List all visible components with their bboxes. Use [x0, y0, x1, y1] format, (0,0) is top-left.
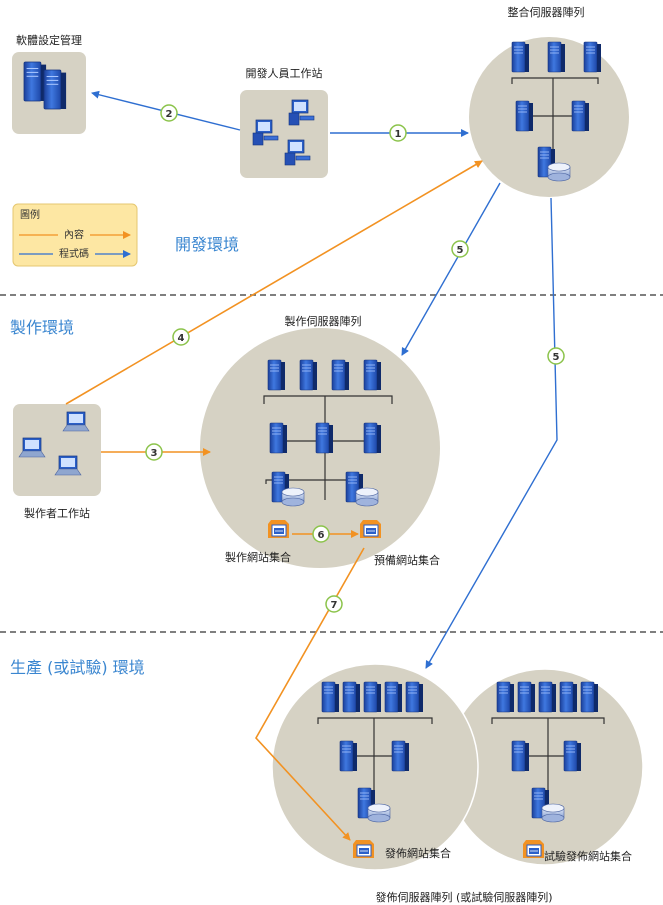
svg-text:4: 4 [178, 333, 185, 344]
server-icon [563, 740, 582, 772]
svg-text:2: 2 [166, 109, 173, 120]
step-badge-2: 2 [160, 104, 178, 122]
server-icon [267, 359, 286, 391]
env-authoring-title: 製作環境 [10, 318, 74, 337]
site-collection-icon [359, 519, 382, 539]
server-icon [23, 61, 47, 102]
legend-content-label: 內容 [64, 228, 84, 241]
server-icon [342, 681, 361, 713]
integration-farm-node [469, 37, 629, 197]
step-badge-4: 4 [172, 328, 190, 346]
server-icon [339, 740, 358, 772]
software-config-label: 軟體設定管理 [16, 33, 82, 47]
author-workstation-label: 製作者工作站 [24, 506, 90, 520]
step-badge-5b: 5 [547, 347, 565, 365]
laptop-icon [62, 411, 90, 432]
publishing-site-collection-label: 發佈網站集合 [385, 846, 451, 860]
step-badge-7: 7 [325, 595, 343, 613]
server-icon [384, 681, 403, 713]
staging-site-collection-label: 預備網站集合 [374, 553, 440, 567]
svg-text:5: 5 [457, 245, 464, 256]
arrow-step-4 [65, 160, 483, 405]
server-icon [547, 41, 566, 73]
server-icon [321, 681, 340, 713]
laptop-icon [54, 455, 82, 476]
legend: 圖例 內容 程式碼 [12, 203, 138, 267]
server-icon [269, 422, 288, 454]
server-icon [315, 422, 334, 454]
server-icon [363, 359, 382, 391]
laptop-icon [18, 437, 46, 458]
server-icon [538, 681, 557, 713]
site-collection-icon [267, 519, 290, 539]
server-icon [571, 100, 590, 132]
legend-title: 圖例 [20, 208, 40, 221]
step-badge-3: 3 [145, 443, 163, 461]
arrow-step-5a [401, 182, 501, 356]
arrow-step-7 [255, 547, 365, 841]
server-icon [331, 359, 350, 391]
server-icon [299, 359, 318, 391]
authoring-farm-node [200, 328, 440, 568]
env-dev-title: 開發環境 [175, 235, 239, 254]
server-icon [559, 681, 578, 713]
publishing-farm-label: 發佈伺服器陣列 (或試驗伺服器陣列) [375, 890, 552, 904]
server-icon [363, 422, 382, 454]
svg-text:5: 5 [553, 352, 560, 363]
author-workstation-node [13, 404, 101, 496]
site-collection-icon [352, 839, 375, 859]
software-config-node [12, 52, 86, 134]
server-icon [583, 41, 602, 73]
env-production-title: 生產 (或試驗) 環境 [10, 658, 145, 677]
server-icon [511, 41, 530, 73]
legend-code-label: 程式碼 [59, 247, 89, 260]
svg-text:3: 3 [151, 448, 158, 459]
svg-text:6: 6 [318, 530, 325, 541]
dev-workstation-label: 開發人員工作站 [246, 66, 323, 80]
server-icon [511, 740, 530, 772]
pilot-publishing-site-collection-label: 試驗發佈網站集合 [544, 849, 632, 863]
dev-workstation-node [240, 90, 328, 178]
site-collection-icon [522, 839, 545, 859]
authoring-site-collection-label: 製作網站集合 [225, 550, 291, 564]
server-icon [515, 100, 534, 132]
server-icon [405, 681, 424, 713]
server-icon [517, 681, 536, 713]
svg-text:1: 1 [395, 129, 402, 140]
server-icon [363, 681, 382, 713]
authoring-farm-label: 製作伺服器陣列 [285, 314, 362, 328]
step-badge-6: 6 [312, 525, 330, 543]
server-icon [391, 740, 410, 772]
step-badge-5a: 5 [451, 240, 469, 258]
server-icon [496, 681, 515, 713]
arrow-step-5b [425, 197, 558, 669]
server-icon [580, 681, 599, 713]
publishing-farm-node [271, 663, 479, 871]
svg-text:7: 7 [331, 600, 338, 611]
server-icon [43, 69, 67, 110]
integration-farm-label: 整合伺服器陣列 [508, 5, 585, 19]
step-badge-1: 1 [389, 124, 407, 142]
